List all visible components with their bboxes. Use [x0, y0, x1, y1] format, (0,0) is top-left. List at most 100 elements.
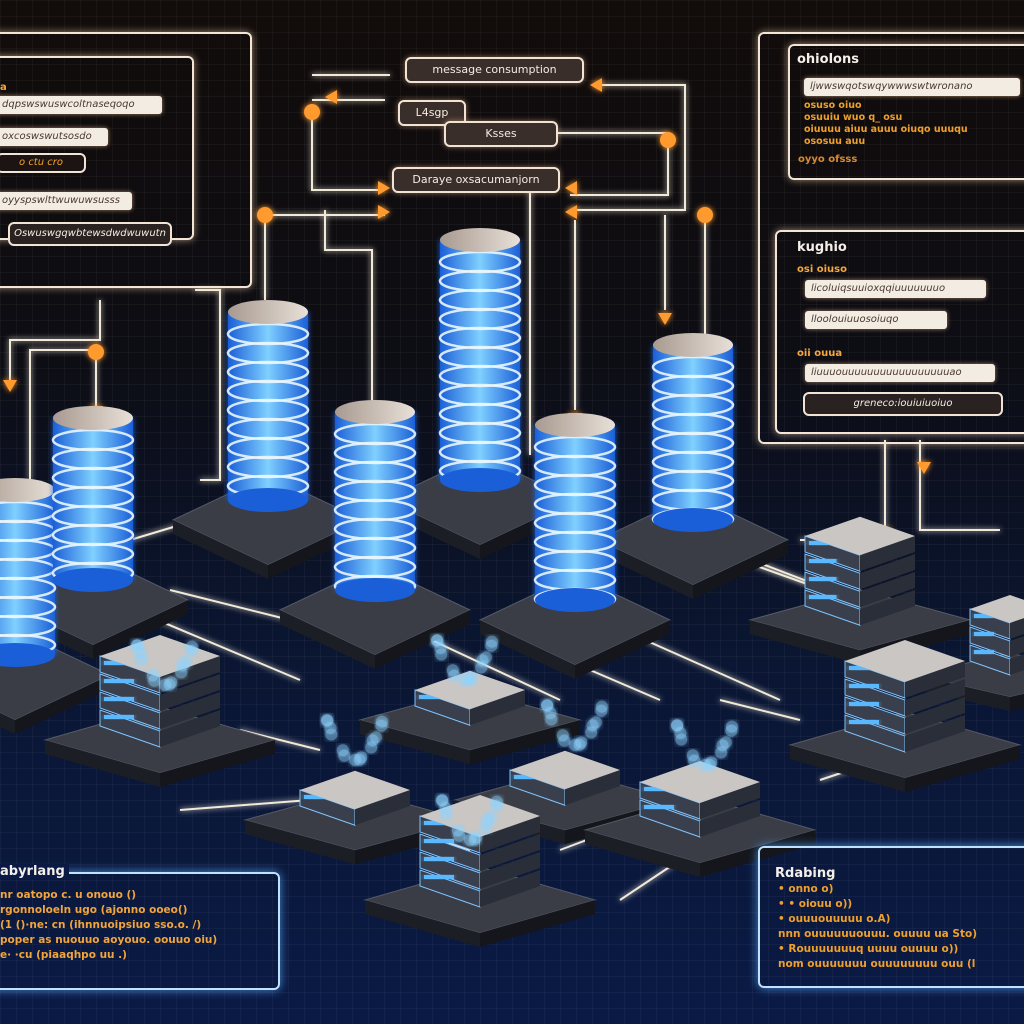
glow-node [257, 207, 273, 223]
cylinder-top [335, 400, 415, 424]
server-unit-side [160, 674, 220, 711]
arrow-head [3, 380, 17, 392]
cylinder-top [535, 413, 615, 437]
code-line: • Rouuuuuuuq uuuu ouuuu o)) [778, 943, 959, 955]
data-particles [468, 833, 481, 846]
server-led [104, 679, 134, 683]
server-led [849, 720, 879, 724]
server-unit-side [160, 710, 220, 747]
server-top [510, 750, 620, 790]
cylinder-body [0, 490, 55, 655]
arrow-head [565, 181, 577, 195]
platform-side [598, 540, 693, 599]
server-led [104, 715, 134, 719]
data-particles [435, 648, 448, 661]
platform-side [360, 720, 470, 765]
server-unit-side [905, 679, 965, 716]
platform-side [15, 675, 110, 734]
server-led [974, 650, 994, 654]
data-particles [686, 749, 699, 762]
data-particles [545, 713, 558, 726]
code-line: rgonnoloeln ugo (ajonno ooeo() [0, 904, 188, 916]
data-particles [586, 719, 599, 732]
right-bottom-section-2: oii ouua [797, 348, 843, 359]
cylinder-base [0, 643, 55, 667]
platform-side [93, 600, 188, 659]
left-input-2[interactable]: oxcoswswutsosdo [0, 128, 108, 146]
server-led [419, 695, 447, 699]
platform-side [693, 540, 788, 599]
right-bottom-input-2[interactable]: lloolouiuuosoiuqo [805, 311, 947, 329]
left-panel-button[interactable]: Oswuswgqwbtewsdwdwuwutn [8, 222, 172, 246]
data-particles [463, 673, 476, 686]
right-bottom-button[interactable]: greneco:iouiuiuoiuo [803, 392, 1003, 416]
code-line: e· ·cu (piaaqhpo uu .) [0, 949, 127, 961]
flow-arrows [3, 78, 931, 540]
server-unit-side [480, 852, 540, 889]
glow-node [697, 207, 713, 223]
server-led [424, 875, 454, 879]
flow-node-b[interactable]: Ksses [444, 121, 558, 147]
flow-node-c[interactable]: Daraye oxsacumanjorn [392, 167, 560, 193]
data-particles [476, 654, 489, 667]
data-particles [451, 824, 464, 837]
platform-side [480, 900, 595, 947]
right-outer-panel [758, 32, 1024, 444]
cylinder-base [53, 568, 133, 592]
bottom-left-title: abyrlang [0, 864, 69, 879]
data-particles [353, 753, 366, 766]
arrow-head [590, 78, 602, 92]
platform-side [375, 610, 470, 669]
data-particles [431, 634, 444, 647]
right-top-title: ohiolons [797, 52, 859, 67]
server-led [809, 541, 837, 545]
server-unit-side [905, 661, 965, 698]
data-particles [321, 714, 334, 727]
left-config-inner-panel [0, 56, 194, 240]
message-consumption-box[interactable]: message consumption [405, 57, 584, 83]
platform-side [790, 745, 905, 792]
left-input-1[interactable]: dqpswswuswcoltnaseqoqo [0, 96, 162, 114]
data-particles [725, 720, 738, 733]
data-particles [446, 664, 459, 677]
data-particles [185, 640, 198, 653]
data-particles [366, 734, 379, 747]
platform-side [480, 620, 575, 679]
server-unit-side [1010, 636, 1024, 657]
data-particles [481, 814, 494, 827]
code-line: • • oiouu o)) [778, 898, 853, 910]
code-line: oiuuuu aiuu auuu oiuqo uuuqu [804, 124, 968, 135]
server-led [974, 632, 994, 636]
server-led [849, 666, 879, 670]
server-top [970, 595, 1024, 623]
cylinder-top [653, 333, 733, 357]
server-led [974, 614, 994, 618]
left-input-4[interactable]: oyyspswlttwuwuwsusss [0, 192, 132, 210]
server-led [644, 805, 674, 809]
server-led [809, 577, 837, 581]
server-unit-side [905, 697, 965, 734]
platform-side [750, 620, 860, 665]
data-particles [436, 794, 449, 807]
left-input-3[interactable]: o ctu cro [0, 153, 86, 173]
platform-side [575, 620, 670, 679]
server-top [415, 670, 525, 710]
right-bottom-input-1[interactable]: licoluiqsuuioxqqiuuuuuuuo [805, 280, 986, 298]
arrow-head [917, 462, 931, 474]
server-top [640, 761, 760, 803]
server-unit-side [700, 782, 760, 819]
right-top-input[interactable]: ljwwswqotswqywwwswtwronano [804, 78, 1020, 96]
server-led [644, 787, 674, 791]
glow-node [660, 132, 676, 148]
data-particles [675, 733, 688, 746]
arrow-head [378, 181, 390, 195]
data-particles [485, 635, 498, 648]
platform-side [0, 712, 15, 734]
server-led [809, 595, 837, 599]
cylinder-base [440, 468, 520, 492]
platform-side [280, 610, 375, 669]
right-bottom-input-3[interactable]: liuuuouuuuuuuuuuuuuuuuuao [805, 364, 995, 382]
code-line: osuso oiuo [804, 100, 862, 111]
database-cylinders [0, 228, 735, 667]
server-unit-side [160, 692, 220, 729]
